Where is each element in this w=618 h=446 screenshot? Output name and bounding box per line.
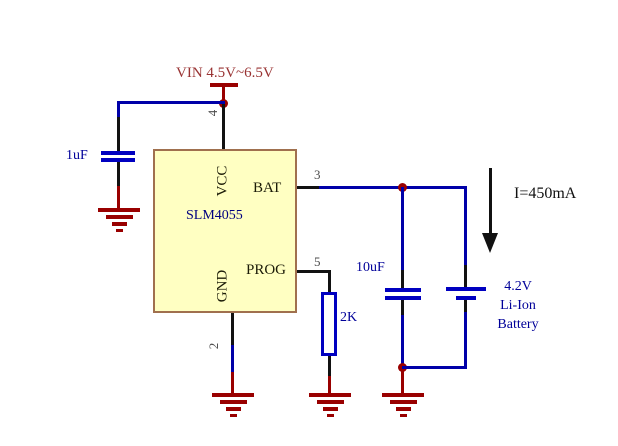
wire-c1-top-blue xyxy=(117,101,120,118)
wire-battery-top-blue xyxy=(464,186,467,266)
wire-gnd-blue xyxy=(231,345,234,373)
wire-c1-top-stub xyxy=(117,117,120,152)
wire-vin-horizontal xyxy=(117,101,225,104)
battery-chemistry: Li-Ion xyxy=(500,298,536,313)
c1-capacitor-plate-top xyxy=(101,151,135,155)
wire-c2-bottom-stub xyxy=(401,300,404,316)
wire-c2-bottom-blue xyxy=(401,315,404,369)
battery-plate-negative xyxy=(456,296,476,300)
wire-battery-bottom-stub xyxy=(464,300,467,313)
ground-symbol-c2 xyxy=(382,393,424,417)
wire-gnd-ground-stub xyxy=(231,372,234,394)
pin-stub-bat xyxy=(297,186,320,189)
pin-label-bat: BAT xyxy=(253,180,282,196)
wire-c1-bottom-stub xyxy=(117,162,120,187)
wire-battery-return xyxy=(402,366,467,369)
wire-battery-bottom-blue xyxy=(464,312,467,369)
pin-number-gnd: 2 xyxy=(206,342,221,350)
c2-value-label: 10uF xyxy=(356,260,385,275)
c2-capacitor-plate-top xyxy=(385,288,421,292)
wire-c2-top-blue xyxy=(401,187,404,271)
c1-capacitor-plate-bottom xyxy=(101,158,135,162)
wire-resistor-ground-stub xyxy=(328,376,331,394)
wire-c1-ground-stub xyxy=(117,186,120,210)
ground-symbol-ic xyxy=(212,393,254,417)
current-arrow-head-icon xyxy=(482,233,498,253)
c1-value-label: 1uF xyxy=(66,148,88,163)
wire-c2-top-stub xyxy=(401,270,404,288)
wire-battery-top-stub xyxy=(464,265,467,288)
vin-voltage-label: VIN 4.5V~6.5V xyxy=(176,65,274,81)
current-arrow-line xyxy=(489,168,492,235)
wire-resistor-bottom-stub xyxy=(328,356,331,377)
pin-label-vcc: VCC xyxy=(214,165,231,197)
ground-symbol-c1 xyxy=(98,208,140,232)
battery-plate-positive xyxy=(446,287,486,291)
ic-body xyxy=(153,149,297,313)
wire-bat-horizontal xyxy=(319,186,467,189)
current-value-label: I=450mA xyxy=(514,185,577,202)
battery-label: 4.2V Li-Ion Battery xyxy=(486,277,550,334)
battery-word: Battery xyxy=(497,317,539,332)
pin-number-bat: 3 xyxy=(314,167,321,182)
wire-prog-vertical xyxy=(328,270,331,293)
ground-symbol-resistor xyxy=(309,393,351,417)
ic-part-number: SLM4055 xyxy=(186,208,243,223)
power-bar-symbol xyxy=(210,83,238,87)
resistor-body xyxy=(321,292,337,356)
battery-voltage: 4.2V xyxy=(504,279,532,294)
pin-label-prog: PROG xyxy=(246,262,287,278)
pin-number-prog: 5 xyxy=(314,254,321,269)
pin-number-vcc: 4 xyxy=(205,109,220,117)
pin-stub-gnd xyxy=(231,313,234,346)
resistor-value-label: 2K xyxy=(340,310,358,325)
power-stub-wire xyxy=(222,86,225,102)
pin-stub-prog xyxy=(297,270,331,273)
pin-stub-vcc xyxy=(222,104,225,149)
wire-c2-ground-stub xyxy=(401,368,404,394)
c2-capacitor-plate-bottom xyxy=(385,296,421,300)
pin-label-gnd: GND xyxy=(214,269,231,303)
